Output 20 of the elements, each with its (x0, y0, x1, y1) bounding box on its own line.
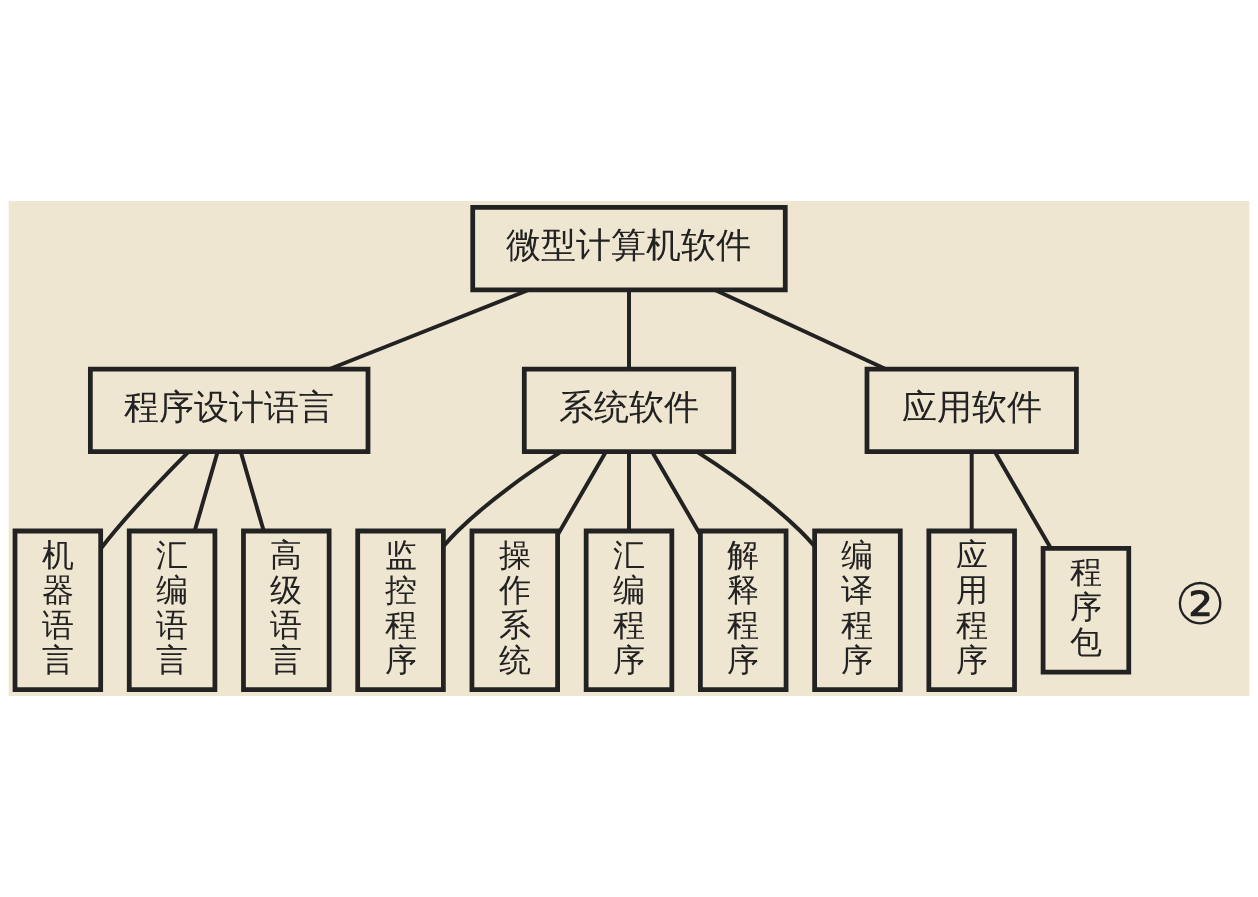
node-box: 应用程序 (926, 528, 1017, 693)
connector (969, 451, 974, 531)
node-box: 汇编语言 (126, 528, 218, 693)
node-box: 程序设计语言 (88, 366, 371, 455)
node-box: 监控程序 (355, 528, 446, 693)
connector (627, 290, 631, 369)
node-box: 应用软件 (864, 366, 1079, 455)
node-box: 程序包 (1040, 546, 1132, 675)
connector (627, 451, 631, 531)
label: ② (1174, 571, 1226, 638)
node-box: 系统软件 (521, 366, 737, 455)
node-box: 微型计算机软件 (470, 204, 788, 293)
connector (238, 451, 266, 532)
node-box: 编译程序 (812, 528, 903, 693)
node-box: 机器语言 (12, 528, 104, 693)
node-box: 汇编程序 (583, 528, 675, 693)
node-box: 解释程序 (698, 528, 789, 693)
node-box: 操作系统 (469, 528, 560, 693)
node-box: 高级语言 (241, 528, 332, 693)
connector (192, 451, 220, 532)
